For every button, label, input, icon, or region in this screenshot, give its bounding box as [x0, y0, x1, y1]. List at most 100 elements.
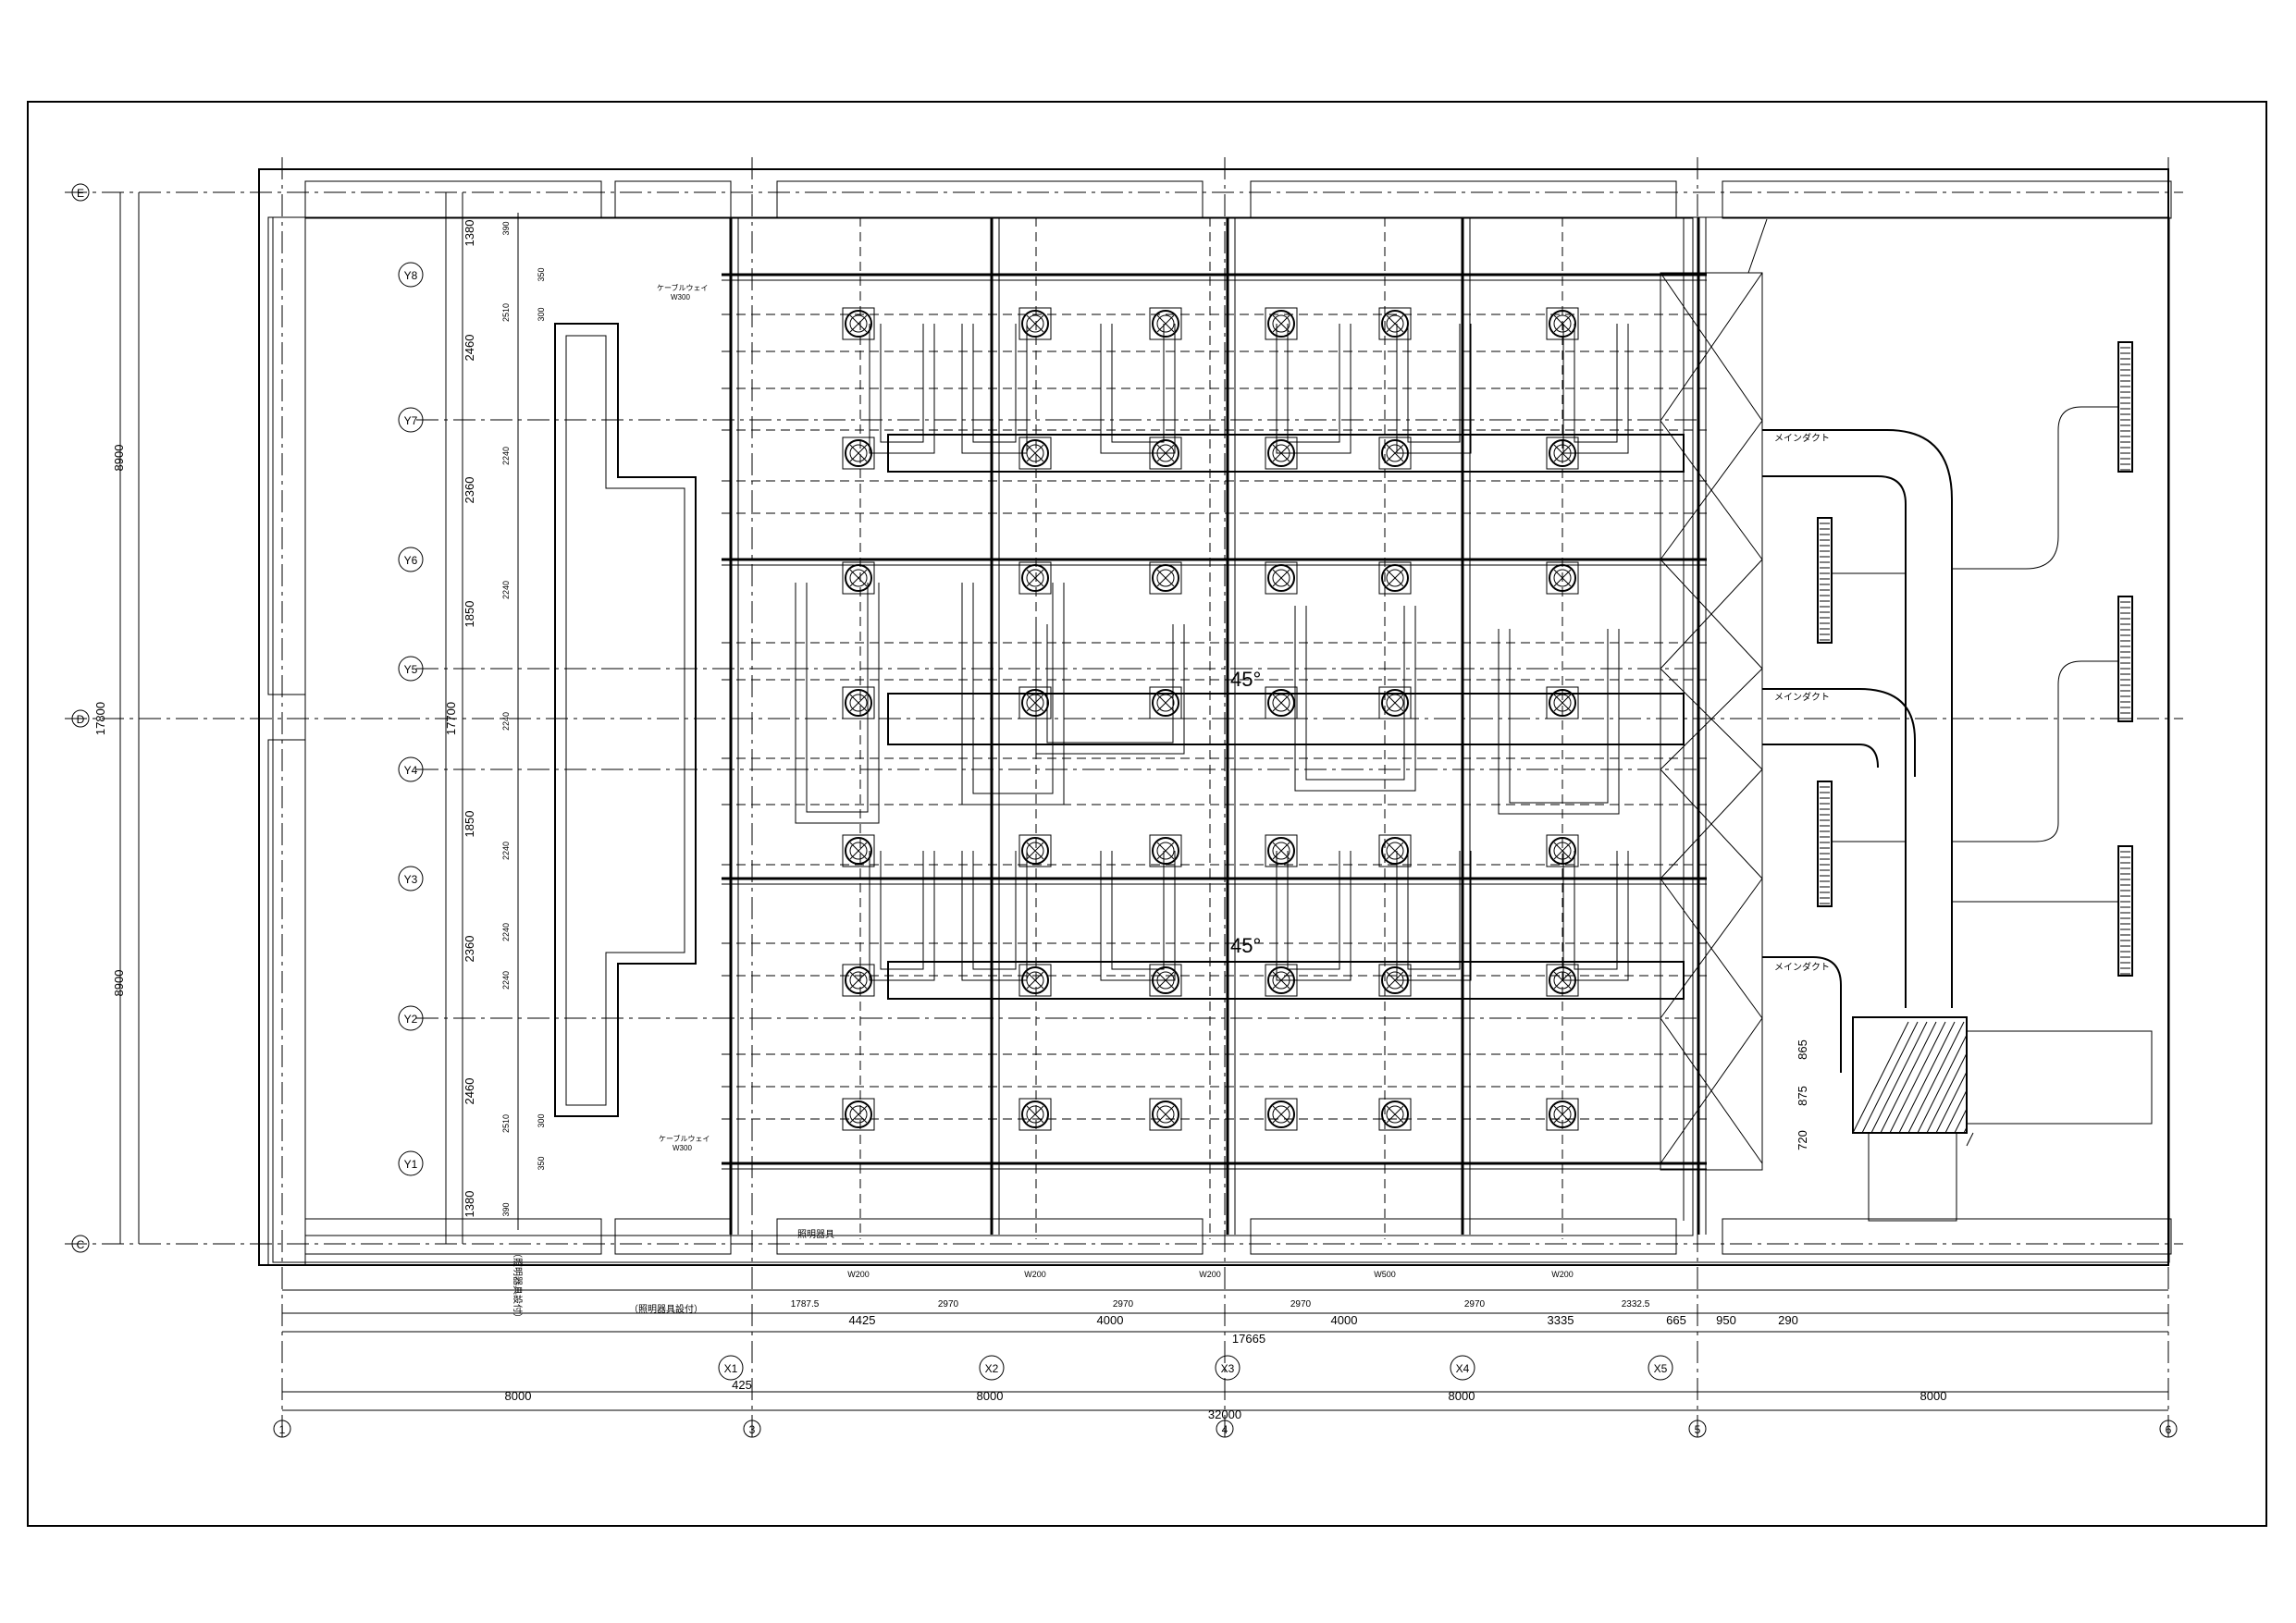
top-beam-2: [776, 180, 1204, 219]
cable-way-label-top: ケーブルウェイ: [657, 283, 709, 292]
y-label-5: Y5: [404, 663, 418, 676]
diffuser-box-22: [1378, 686, 1412, 719]
main-duct-right-2b: [1762, 744, 1879, 768]
dim-2460-top: 2460: [463, 335, 476, 362]
x-label-3: X3: [1221, 1362, 1235, 1375]
x-label-4: X4: [1456, 1362, 1470, 1375]
diffuser-ring-22: [1381, 689, 1409, 717]
dim-300-a: 300: [537, 307, 546, 321]
dim-2970-c: 2970: [1290, 1299, 1312, 1309]
diffuser-hatch-b-7: [1026, 444, 1044, 462]
dim-865: 865: [1796, 1039, 1809, 1060]
brace-b-1: [1660, 420, 1763, 560]
width-w200-b: W200: [1024, 1270, 1046, 1279]
cable-way-label-bottom: ケーブルウェイ: [659, 1134, 710, 1143]
brace-b-2: [1660, 559, 1763, 670]
bottom-beam-2: [776, 1218, 1204, 1255]
x-label-2: X2: [985, 1362, 999, 1375]
branch-loop-inner-1: [972, 324, 1017, 443]
diffuser-hatch-b-40: [1386, 1105, 1404, 1124]
grid-label-6: 6: [2166, 1423, 2172, 1436]
dim-17700: 17700: [444, 702, 458, 735]
diffuser-hatch-b-10: [1386, 444, 1404, 462]
diffuser-hatch-b-11: [1553, 444, 1572, 462]
diffuser-hatch-b-25: [1026, 842, 1044, 860]
diffuser-ring-3: [1267, 310, 1295, 338]
diffuser-box-37: [1018, 1098, 1052, 1131]
cable-way-width-top: W300: [671, 293, 690, 301]
diffuser-hatch-b-27: [1272, 842, 1290, 860]
diffuser-core-4: [1386, 314, 1404, 333]
diffuser-box-1: [1018, 307, 1052, 340]
y-label-6: Y6: [404, 554, 418, 567]
branch-loop-outer-10: [1396, 851, 1472, 981]
diffuser-hatch-b-28: [1386, 842, 1404, 860]
dim-2970-a: 2970: [938, 1299, 959, 1309]
branch-loop-inner-11: [1574, 851, 1618, 970]
diffuser-hatch-b-20: [1156, 694, 1175, 712]
branch-loop-inner-0: [880, 324, 924, 443]
dim-8900-bottom: 8900: [112, 970, 126, 997]
ahu-hatch-3: [1880, 1021, 1937, 1134]
branch-loop-inner-3: [1287, 324, 1340, 443]
ahu-hatch-12: [1963, 1126, 1968, 1134]
diffuser-box-4: [1378, 307, 1412, 340]
width-w500: W500: [1374, 1270, 1396, 1279]
diffuser-box-16: [1378, 561, 1412, 595]
diffuser-hatch-b-39: [1272, 1105, 1290, 1124]
diffuser-box-40: [1378, 1098, 1412, 1131]
bottom-beam-0: [304, 1218, 602, 1255]
diffuser-core-26: [1156, 842, 1175, 860]
branch-loop-outer-12: [795, 583, 880, 824]
branch-duct-mid: [1952, 660, 2118, 842]
branch-loop-inner-12: [806, 583, 869, 813]
diffuser-ring-25: [1021, 837, 1049, 865]
dim-665: 665: [1666, 1313, 1686, 1327]
width-w200-d: W200: [1551, 1270, 1574, 1279]
diffuser-core-12: [849, 569, 868, 587]
branch-loop-outer-15: [1294, 606, 1416, 792]
top-beam-0: [304, 180, 602, 219]
cable-way-width-bottom: W300: [673, 1144, 692, 1152]
diffuser-core-13: [1026, 569, 1044, 587]
y-label-3: Y3: [404, 873, 418, 886]
annotations: メインダクト メインダクト メインダクト ケーブルウェイ W300 ケーブルウェ…: [657, 283, 1830, 1240]
branch-loop-inner-15: [1305, 606, 1405, 781]
main-duct-right-1b: [1762, 475, 1907, 1008]
diffuser-hatch-b-19: [1026, 694, 1044, 712]
y-sub-grid-bubbles: Y8 Y7 Y6 Y5 Y4 Y3 Y2 Y1: [398, 262, 424, 1176]
ahu-hatch-1: [1861, 1021, 1919, 1134]
diffuser-ring-19: [1021, 689, 1049, 717]
diffuser-box-27: [1265, 834, 1298, 867]
ahu-extension: [1966, 1030, 2153, 1125]
diffuser-ring-1: [1021, 310, 1049, 338]
grid-label-C: C: [77, 1238, 85, 1251]
diffuser-core-15: [1272, 569, 1290, 587]
diffuser-ring-40: [1381, 1100, 1409, 1128]
diffuser-box-28: [1378, 834, 1412, 867]
dim-2970-d: 2970: [1464, 1299, 1486, 1309]
diffuser-box-24: [842, 834, 875, 867]
grid-label-E: E: [77, 187, 84, 200]
diffuser-box-13: [1018, 561, 1052, 595]
diffuser-core-3: [1272, 314, 1290, 333]
ahu-hatch-5: [1898, 1021, 1956, 1134]
dim-8000-b: 8000: [977, 1389, 1004, 1403]
diffuser-core-17: [1553, 569, 1572, 587]
diffuser-hatch-b-4: [1386, 314, 1404, 333]
grid-label-4: 4: [1222, 1423, 1228, 1436]
diffuser-box-12: [842, 561, 875, 595]
dim-32000: 32000: [1208, 1408, 1241, 1421]
sheet-border: [27, 101, 2267, 1527]
diffuser-hatch-b-21: [1272, 694, 1290, 712]
diffuser-hatch-b-22: [1386, 694, 1404, 712]
diffuser-hatch-b-1: [1026, 314, 1044, 333]
dim-2510-b: 2510: [501, 1114, 511, 1133]
top-beam-4: [1722, 180, 2172, 219]
diffuser-core-38: [1156, 1105, 1175, 1124]
dim-8900-top: 8900: [112, 445, 126, 472]
diffuser-core-14: [1156, 569, 1175, 587]
branch-loop-inner-16: [1509, 629, 1609, 804]
main-duct-label-3: メインダクト: [1774, 961, 1830, 973]
lighting-note-left: （照明器具設付）: [512, 1248, 524, 1322]
